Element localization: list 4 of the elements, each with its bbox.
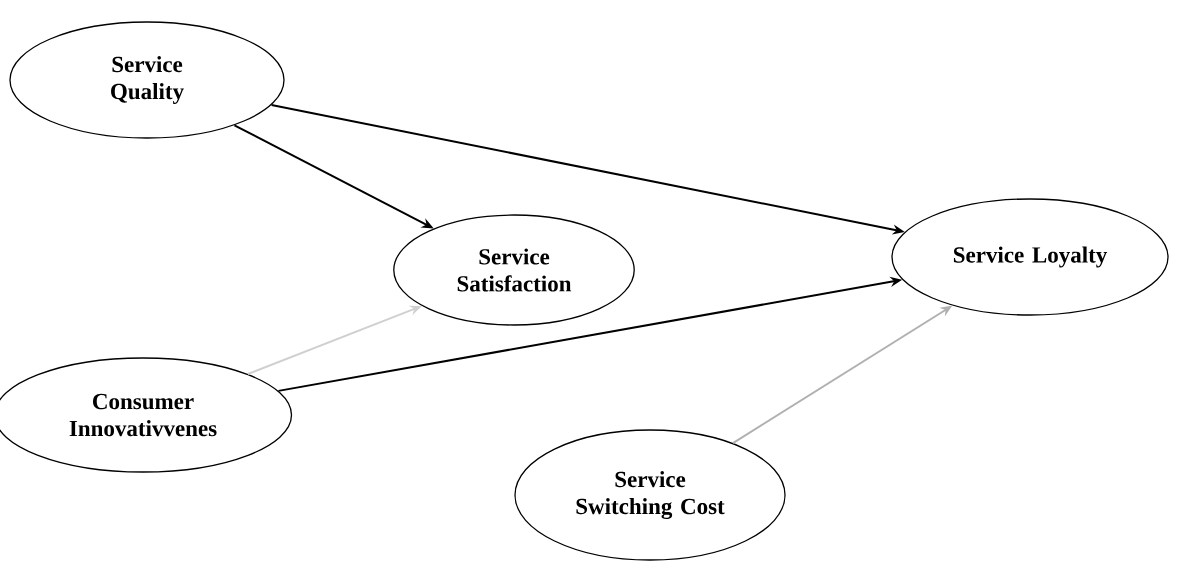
ellipse-node: Service Quality	[9, 21, 285, 139]
ellipse-node: Service Loyalty	[891, 198, 1169, 316]
ellipse-node: Service Satisfaction	[393, 214, 635, 326]
ellipse-node: Service Switching Cost	[514, 429, 786, 561]
